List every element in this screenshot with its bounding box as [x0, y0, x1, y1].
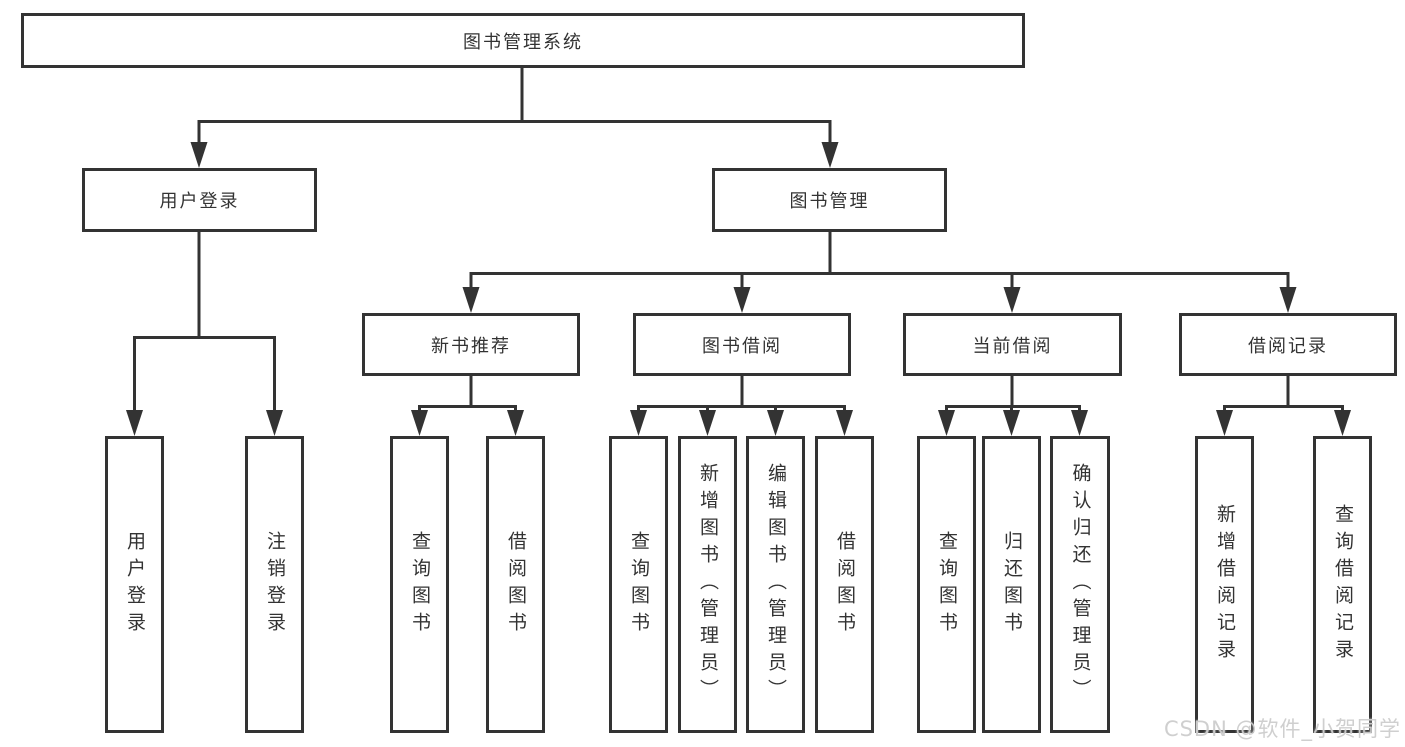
leaf-query-book-current-label: 查询图书 [936, 530, 958, 639]
arrow-down-icon [1003, 287, 1021, 313]
arrow-down-icon [1279, 287, 1297, 313]
arrow-down-icon [836, 410, 853, 436]
arrowheads [126, 142, 1351, 436]
leaf-confirm-return-admin-label: 确认归还（管理员） [1069, 463, 1092, 706]
leaf-logout: 注销登录 [245, 436, 304, 733]
arrow-down-icon [1071, 410, 1088, 436]
leaf-borrow-book-newrec: 借阅图书 [486, 436, 545, 733]
leaf-confirm-return-admin: 确认归还（管理员） [1050, 436, 1110, 733]
leaf-add-book-admin-label: 新增图书（管理员） [697, 463, 719, 706]
node-user-login-label: 用户登录 [159, 191, 240, 212]
arrow-down-icon [507, 410, 524, 436]
node-borrow-records-label: 借阅记录 [1248, 335, 1328, 357]
leaf-query-book-newrec-label: 查询图书 [409, 530, 431, 639]
arrow-down-icon [938, 410, 955, 436]
leaf-query-book-current: 查询图书 [917, 436, 976, 733]
leaf-query-borrow-record-label: 查询借阅记录 [1332, 503, 1354, 666]
node-new-book-recommend-label: 新书推荐 [431, 335, 511, 357]
arrow-down-icon [630, 410, 647, 436]
arrow-down-icon [462, 287, 480, 313]
leaf-add-borrow-record-label: 新增借阅记录 [1214, 503, 1236, 666]
arrow-down-icon [266, 410, 283, 436]
leaf-edit-book-admin-label: 编辑图书（管理员） [765, 463, 787, 706]
node-borrow-records: 借阅记录 [1179, 313, 1397, 376]
arrow-down-icon [699, 410, 716, 436]
leaf-query-book-newrec: 查询图书 [390, 436, 449, 733]
leaf-logout-label: 注销登录 [264, 530, 286, 639]
leaf-borrow-book-newrec-label: 借阅图书 [505, 530, 527, 639]
node-user-login: 用户登录 [82, 168, 317, 232]
arrow-down-icon [733, 287, 751, 313]
leaf-add-borrow-record: 新增借阅记录 [1195, 436, 1254, 733]
arrow-down-icon [1216, 410, 1233, 436]
csdn-watermark: CSDN @软件_小贺同学 [1163, 717, 1401, 741]
arrow-down-icon [190, 142, 208, 168]
arrow-down-icon [821, 142, 839, 168]
leaf-query-borrow-record: 查询借阅记录 [1313, 436, 1372, 733]
leaf-add-book-admin: 新增图书（管理员） [678, 436, 737, 733]
arrow-down-icon [411, 410, 428, 436]
leaf-return-book: 归还图书 [982, 436, 1041, 733]
leaf-user-login: 用户登录 [105, 436, 164, 733]
node-root-label: 图书管理系统 [463, 31, 583, 53]
node-book-borrow: 图书借阅 [633, 313, 851, 376]
node-book-management-label: 图书管理 [789, 191, 870, 212]
leaf-edit-book-admin: 编辑图书（管理员） [746, 436, 805, 733]
node-book-management: 图书管理 [712, 168, 947, 232]
leaf-borrow-book-label: 借阅图书 [834, 530, 856, 639]
leaf-user-login-label: 用户登录 [124, 530, 146, 639]
node-root: 图书管理系统 [21, 13, 1025, 68]
leaf-query-book-borrow: 查询图书 [609, 436, 668, 733]
arrow-down-icon [1003, 410, 1020, 436]
arrow-down-icon [767, 410, 784, 436]
arrow-down-icon [1334, 410, 1351, 436]
leaf-query-book-borrow-label: 查询图书 [628, 530, 650, 639]
leaf-return-book-label: 归还图书 [1001, 530, 1023, 639]
arrow-down-icon [126, 410, 143, 436]
node-book-borrow-label: 图书借阅 [702, 335, 782, 357]
leaf-borrow-book: 借阅图书 [815, 436, 874, 733]
node-current-borrow-label: 当前借阅 [972, 335, 1053, 357]
node-new-book-recommend: 新书推荐 [362, 313, 580, 376]
node-current-borrow: 当前借阅 [903, 313, 1122, 376]
